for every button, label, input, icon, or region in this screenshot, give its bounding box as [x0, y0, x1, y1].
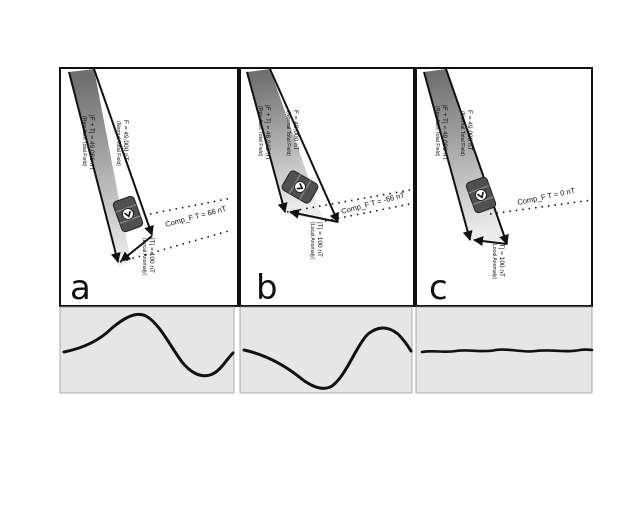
panel-a-normal-field-label: F = 49,000 nT: [122, 120, 129, 161]
panel-c-letter: c: [429, 268, 448, 308]
panel-a-resultant-field-label: |F + T| = 49,066 nT: [88, 115, 95, 170]
panel-c-dotted-line-upper: [489, 199, 593, 215]
panel-b-resultant-field-caption: (Resultant Total Field): [257, 106, 263, 157]
panel-b-resultant-field-vector: [246, 71, 288, 213]
panel-a-normal-field-vector: [93, 68, 154, 236]
panel-b-letter: b: [256, 268, 278, 308]
panel-b-barrel: [281, 170, 319, 204]
profile-a-curve: [62, 312, 235, 378]
panel-b-anomaly-caption: (Local Anomaly): [309, 222, 315, 259]
panel-c-barrel: [465, 176, 497, 214]
profile-a-background: [59, 306, 235, 394]
panel-b-resultant-field-label: |F + T| = 48,942 nT: [264, 105, 271, 160]
panel-b-anomaly-vector: [289, 208, 339, 223]
profile-strip-b: [239, 306, 413, 394]
panel-c-normal-field-vector: [445, 68, 509, 245]
profile-c-curve: [420, 348, 594, 354]
panel-c-anomaly-label: |T| = 100 nT: [498, 242, 505, 277]
panel-c-anomaly-caption: (Local Anomaly): [491, 242, 497, 279]
panel-c: F = 49,000 nT (Normal Total Field) |F + …: [415, 67, 593, 308]
panel-a-anomaly-caption: (Local Anomaly): [141, 238, 147, 275]
panel-a-anomaly-vector: [120, 235, 153, 262]
panel-a-letter: a: [70, 268, 91, 308]
profile-b-background: [239, 306, 413, 394]
panel-a-anomaly-label: |T| = 100 nT: [148, 238, 155, 273]
panel-c-resultant-field-label: |F + T| = 49,000 nT: [441, 105, 448, 160]
panel-c-normal-field-caption: (Normal Total Field): [459, 111, 465, 156]
panel-a-barrel: [112, 195, 144, 233]
panel-c-anomaly-vector: [473, 236, 508, 247]
panel-b: F = 49,000 nT (Normal Total Field) |F + …: [239, 67, 415, 308]
panel-a-field-beam: [69, 69, 131, 266]
panel-a-normal-field-caption: (Normal Total Field): [115, 121, 121, 166]
profile-b-curve: [242, 326, 413, 390]
panel-b-dotted-line-lower: [324, 203, 411, 222]
panel-a: F = 49,000 nT (Normal Total Field) |F + …: [59, 67, 239, 308]
profile-strip-c: [415, 306, 594, 394]
panel-a-resultant-field-vector: [68, 71, 121, 263]
panel-b-normal-field-vector: [269, 68, 339, 223]
panel-c-resultant-field-caption: (Resultant Total Field): [434, 106, 440, 157]
panel-c-resultant-field-vector: [423, 71, 473, 241]
panel-b-dotted-line-upper: [286, 189, 411, 213]
profile-strip-a: [59, 306, 235, 394]
panel-a-dotted-line-upper: [149, 197, 233, 215]
panel-c-normal-field-label: F = 49,000 nT: [466, 110, 473, 151]
panel-b-normal-field-label: F = 49,000 nT: [292, 110, 299, 151]
panel-a-resultant-field-caption: (Resultant Total Field): [81, 116, 87, 167]
panel-b-normal-field-caption: (Normal Total Field): [285, 111, 291, 156]
panel-b-anomaly-label: |T| = 100 nT: [316, 222, 323, 257]
